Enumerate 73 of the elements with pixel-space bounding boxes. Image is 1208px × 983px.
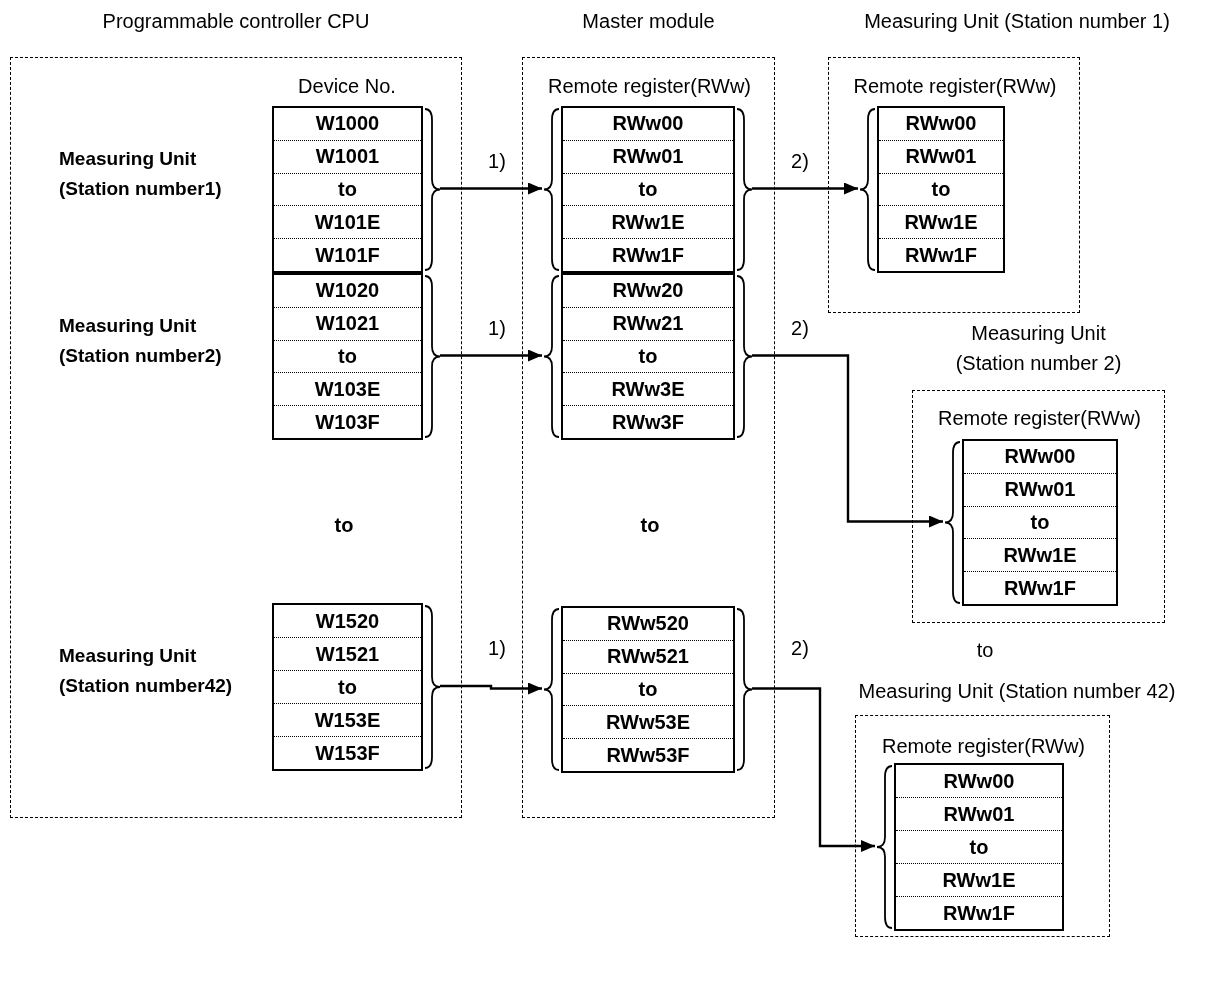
- register-entry: to: [274, 340, 421, 374]
- register-entry: to: [896, 831, 1062, 864]
- register-entry: RWw00: [563, 108, 733, 141]
- edge-label: 2): [790, 150, 810, 173]
- register-entry: RWw1F: [942, 900, 1016, 926]
- register-entry: RWw53E: [563, 706, 733, 740]
- register-entry: W153E: [274, 704, 421, 737]
- register-entry: RWw21: [563, 307, 733, 341]
- unit-label: Measuring Unit (Station number42): [59, 644, 234, 698]
- unit-label: Measuring Unit (Station number2): [59, 314, 223, 368]
- register-entry: RWw1F: [1003, 575, 1077, 601]
- container-heading: Measuring Unit (Station number 2): [954, 321, 1123, 376]
- register-entry: RWw01: [563, 140, 733, 174]
- register-entry: W101F: [314, 242, 381, 268]
- ellipsis-label: to: [640, 513, 660, 537]
- column-heading: Remote register(RWw): [937, 406, 1142, 431]
- register-entry: RWw1E: [563, 206, 733, 240]
- register-entry: W103E: [274, 373, 421, 407]
- column-heading: Remote register(RWw): [852, 74, 1058, 99]
- register-entry: RWw00: [964, 441, 1116, 474]
- edge-label: 2): [790, 317, 810, 340]
- register-entry: RWw1E: [879, 206, 1003, 240]
- edge-label: 1): [487, 150, 507, 173]
- edge-label: 2): [790, 637, 810, 660]
- register-entry: W1001: [274, 140, 421, 174]
- edge-label: 1): [487, 637, 507, 660]
- edge-label: 1): [487, 317, 507, 340]
- arrow: [752, 354, 943, 528]
- register-entry: RWw3F: [611, 409, 685, 435]
- register-entry: RWw1E: [896, 864, 1062, 897]
- register-entry: RWw01: [879, 140, 1003, 174]
- register-entry: RWw520: [563, 608, 733, 641]
- register-entry: W1000: [274, 108, 421, 141]
- container-heading: Measuring Unit (Station number 1): [863, 9, 1171, 34]
- register-entry: RWw1F: [904, 242, 978, 268]
- register-entry: RWw53F: [605, 742, 691, 768]
- register-entry: RWw00: [896, 765, 1062, 798]
- arrow: [440, 682, 542, 695]
- register-entry: RWw01: [896, 798, 1062, 831]
- column-heading: Remote register(RWw): [881, 734, 1086, 759]
- container-heading: Master module: [581, 9, 716, 34]
- ellipsis-label: to: [976, 638, 994, 662]
- register-entry: RWw3E: [563, 373, 733, 407]
- register-entry: W1520: [274, 605, 421, 638]
- register-entry: to: [274, 671, 421, 704]
- register-entry: to: [964, 506, 1116, 540]
- register-entry: RWw1F: [611, 242, 685, 268]
- register-entry: W1021: [274, 307, 421, 341]
- register-entry: W1521: [274, 638, 421, 671]
- register-entry: to: [563, 340, 733, 374]
- register-entry: RWw20: [563, 275, 733, 308]
- register-entry: to: [879, 173, 1003, 207]
- ellipsis-label: to: [334, 513, 354, 537]
- register-entry: to: [274, 173, 421, 207]
- register-entry: W1020: [274, 275, 421, 308]
- container-heading: Programmable controller CPU: [101, 9, 371, 34]
- container-heading: Measuring Unit (Station number 42): [857, 679, 1177, 704]
- column-heading: Remote register(RWw): [547, 74, 752, 99]
- register-entry: W103F: [314, 409, 381, 435]
- register-entry: RWw00: [879, 108, 1003, 141]
- register-entry: RWw01: [964, 473, 1116, 507]
- register-entry: W153F: [314, 740, 381, 766]
- unit-label: Measuring Unit (Station number1): [59, 147, 223, 201]
- register-entry: to: [563, 673, 733, 707]
- arrow: [752, 687, 875, 852]
- register-entry: to: [563, 173, 733, 207]
- register-entry: W101E: [274, 206, 421, 240]
- register-entry: RWw521: [563, 640, 733, 674]
- arrow: [440, 182, 542, 195]
- column-heading: Device No.: [297, 74, 397, 99]
- arrow: [752, 182, 858, 195]
- register-entry: RWw1E: [964, 539, 1116, 573]
- arrow: [440, 349, 542, 362]
